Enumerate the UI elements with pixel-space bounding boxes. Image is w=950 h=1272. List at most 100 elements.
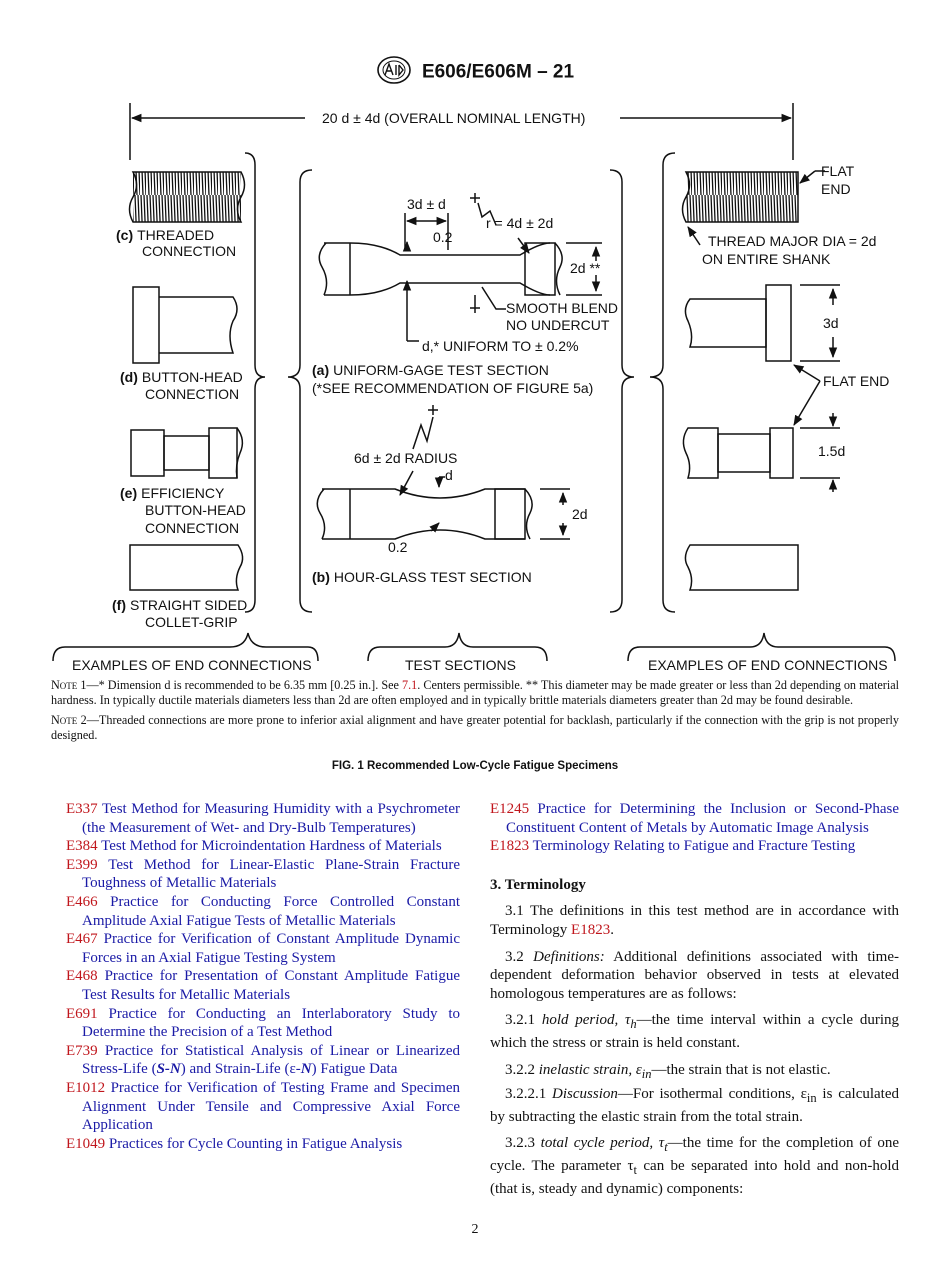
group-label-right: EXAMPLES OF END CONNECTIONS xyxy=(648,657,888,673)
para-3-1-end: . xyxy=(610,921,614,938)
reference-title[interactable]: Test Method for Linear-Elastic Plane-Str… xyxy=(82,856,460,892)
right-efficiency-drawing xyxy=(682,413,840,492)
reference-item: E1012 Practice for Verification of Testi… xyxy=(66,1079,460,1135)
reference-item: E1049 Practices for Cycle Counting in Fa… xyxy=(66,1135,460,1154)
dim-02-label-a: 0.2 xyxy=(433,229,453,245)
reference-title[interactable]: Test Method for Measuring Humidity with … xyxy=(82,801,461,836)
e-label-2: BUTTON-HEAD xyxy=(145,502,246,518)
standard-designation: E606/E606M – 21 xyxy=(421,61,575,83)
right-brace xyxy=(649,152,676,613)
reference-item: E1823 Terminology Relating to Fatigue an… xyxy=(490,837,899,856)
reference-item: E739 Practice for Statistical Analysis o… xyxy=(66,1042,460,1079)
reference-title[interactable]: Practice for Determining the Inclusion o… xyxy=(506,801,899,836)
reference-title[interactable]: Practice for Presentation of Constant Am… xyxy=(82,968,460,1003)
right-button-head-drawing xyxy=(684,284,840,426)
term-text: total cycle period, τ xyxy=(540,1135,665,1152)
reference-code[interactable]: E1245 xyxy=(490,801,530,817)
para-3-1: 3.1 The definitions in this test method … xyxy=(490,902,899,939)
reference-item: E384 Test Method for Microindentation Ha… xyxy=(66,837,460,856)
reference-title[interactable]: Practice for Verification of Constant Am… xyxy=(82,931,460,966)
para-term: hold period, τh xyxy=(541,1012,637,1032)
reference-code[interactable]: E1823 xyxy=(490,838,530,855)
reference-title[interactable]: Practice for Conducting an Interlaborato… xyxy=(82,1005,460,1041)
note-1-label: Note 1 xyxy=(51,678,87,692)
f-label-1: STRAIGHT SIDED xyxy=(130,597,247,613)
right-column: E1245 Practice for Determining the Inclu… xyxy=(490,800,899,1206)
section-heading: 3. Terminology xyxy=(490,876,586,893)
reference-code[interactable]: E467 xyxy=(66,931,98,948)
reference-item: E468 Practice for Presentation of Consta… xyxy=(66,967,460,1004)
reference-sn: S-N xyxy=(156,1061,181,1078)
group-brace-right xyxy=(627,632,896,662)
para-sub: t xyxy=(633,1162,638,1177)
reference-code[interactable]: E691 xyxy=(66,1005,98,1022)
para-sub: in xyxy=(806,1091,817,1106)
a-letter: (a) xyxy=(312,362,329,378)
reference-code[interactable]: E399 xyxy=(66,856,98,873)
astm-logo-icon xyxy=(376,55,412,90)
para-num: 3.2.2 xyxy=(505,1061,539,1078)
flat-label-2: END xyxy=(821,181,851,197)
thread-major-label-2: ON ENTIRE SHANK xyxy=(702,251,831,267)
reference-code[interactable]: E466 xyxy=(66,893,98,910)
reference-title[interactable]: Practice for Verification of Testing Fra… xyxy=(82,1079,461,1134)
para-term: total cycle period, τt xyxy=(540,1135,668,1155)
para-text-a: —the time for the completion of one cycl… xyxy=(490,1135,899,1174)
para-text: Additional definitions associated with t… xyxy=(490,948,899,1002)
note-1-link[interactable]: 7.1 xyxy=(401,678,418,692)
c-label-2: CONNECTION xyxy=(142,243,236,259)
mid-left-brace xyxy=(287,169,313,613)
reference-title[interactable]: Practices for Cycle Counting in Fatigue … xyxy=(108,1135,403,1152)
reference-item: E1245 Practice for Determining the Inclu… xyxy=(490,800,899,837)
reference-item: E337 Test Method for Measuring Humidity … xyxy=(66,800,460,837)
group-brace-mid xyxy=(367,632,548,662)
reference-code[interactable]: E1049 xyxy=(66,1135,106,1152)
e-label-3: CONNECTION xyxy=(145,520,239,536)
note-1: Note 1—* Dimension d is recommended to b… xyxy=(51,678,899,709)
term-text: inelastic strain, ε xyxy=(538,1061,642,1078)
para-num: 3.2.1 xyxy=(505,1012,542,1029)
reference-code[interactable]: E1012 xyxy=(66,1079,106,1096)
reference-n: N xyxy=(300,1061,312,1078)
reference-code[interactable]: E337 xyxy=(66,801,98,817)
mid-right-brace xyxy=(609,169,635,613)
term-text: hold period, τ xyxy=(541,1012,631,1029)
reference-item: E466 Practice for Conducting Force Contr… xyxy=(66,893,460,930)
para-num: 3.2 xyxy=(505,948,534,965)
reference-title[interactable]: Practice for Statistical Analysis of Lin… xyxy=(82,1043,460,1078)
c-caption: (c)THREADED xyxy=(116,227,214,243)
term-sub: in xyxy=(641,1066,652,1081)
reference-title[interactable]: Practice for Conducting Force Controlled… xyxy=(82,893,460,929)
uniform-gage-drawing xyxy=(318,193,602,342)
right-threaded-drawing xyxy=(681,170,825,246)
figure-caption: FIG. 1 Recommended Low-Cycle Fatigue Spe… xyxy=(331,760,619,772)
para-term: Discussion xyxy=(552,1086,618,1103)
b-label: HOUR-GLASS TEST SECTION xyxy=(334,569,532,585)
reference-title-c: ) Fatigue Data xyxy=(311,1061,398,1078)
page-header: E606/E606M – 21 xyxy=(0,55,950,90)
reference-item: E399 Test Method for Linear-Elastic Plan… xyxy=(66,856,460,893)
reference-title[interactable]: Test Method for Microindentation Hardnes… xyxy=(101,838,442,855)
reference-code[interactable]: E384 xyxy=(66,838,98,855)
term-sub: t xyxy=(664,1140,668,1155)
d-caption: (d)BUTTON-HEAD xyxy=(120,369,243,385)
group-label-left: EXAMPLES OF END CONNECTIONS xyxy=(72,657,312,673)
term-sub: h xyxy=(630,1017,637,1032)
thread-major-label: THREAD MAJOR DIA = 2d xyxy=(708,233,876,249)
reference-item: E467 Practice for Verification of Consta… xyxy=(66,930,460,967)
overall-length-label: 20 d ± 4d (OVERALL NOMINAL LENGTH) xyxy=(322,110,585,126)
para-3-1-text: 3.1 The definitions in this test method … xyxy=(490,903,899,938)
d-letter: (d) xyxy=(120,369,138,385)
hour-glass-drawing xyxy=(316,405,570,540)
reference-title[interactable]: Terminology Relating to Fatigue and Frac… xyxy=(532,838,856,855)
note-2-text: —Threaded connections are more prone to … xyxy=(51,712,900,743)
reference-code[interactable]: E468 xyxy=(66,968,98,985)
group-brace-left xyxy=(52,632,319,662)
dim-d-label: d xyxy=(445,467,453,483)
uniform-label: d,* UNIFORM TO ± 0.2% xyxy=(422,338,579,354)
para-3-2-2: 3.2.2 inelastic strain, εin—the strain t… xyxy=(490,1061,899,1084)
reference-code[interactable]: E739 xyxy=(66,1042,98,1059)
note-2-label: Note 2 xyxy=(51,712,87,727)
para-3-1-link[interactable]: E1823 xyxy=(571,921,611,938)
left-column: E337 Test Method for Measuring Humidity … xyxy=(66,800,460,1153)
